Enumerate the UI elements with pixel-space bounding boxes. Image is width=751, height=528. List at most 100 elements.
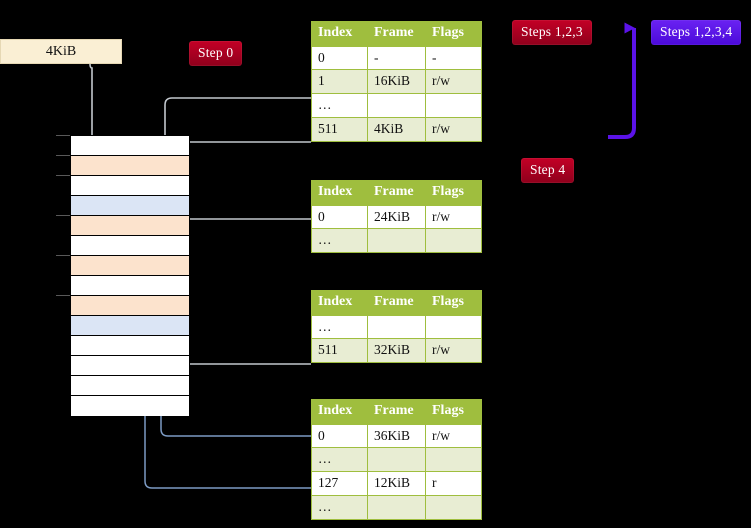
memory-tick xyxy=(56,155,70,156)
cell-frame: - xyxy=(367,45,426,71)
cell-frame: 12KiB xyxy=(367,471,426,497)
column-header-frame: Frame xyxy=(367,21,426,47)
memory-frame-row xyxy=(71,156,189,176)
column-header-index: Index xyxy=(311,290,368,316)
cell-flags: r/w xyxy=(425,69,482,95)
step-0-label: Step 0 xyxy=(198,45,234,60)
memory-frame-row xyxy=(71,396,189,416)
memory-frame-row xyxy=(71,136,189,156)
cell-flags xyxy=(425,93,482,119)
memory-tick xyxy=(56,295,70,296)
memory-frame-row xyxy=(71,276,189,296)
column-header-frame: Frame xyxy=(367,290,426,316)
cell-index: … xyxy=(311,228,368,254)
cell-index: 1 xyxy=(311,69,368,95)
steps-1234-label: Steps 1,2,3,4 xyxy=(660,24,733,39)
cell-index: 0 xyxy=(311,45,368,71)
cell-flags: r/w xyxy=(425,204,482,230)
table-row: … xyxy=(311,495,482,521)
cell-flags xyxy=(425,495,482,521)
wire-steps-bracket xyxy=(608,22,636,139)
cell-index: … xyxy=(311,93,368,119)
cell-index: … xyxy=(311,495,368,521)
cell-flags: r xyxy=(425,471,482,497)
memory-tick xyxy=(56,255,70,256)
cell-index: 127 xyxy=(311,471,368,497)
memory-frame-row xyxy=(71,296,189,316)
column-header-flags: Flags xyxy=(425,180,482,206)
cell-index: 511 xyxy=(311,117,368,143)
cell-frame: 32KiB xyxy=(367,338,426,364)
cell-frame: 16KiB xyxy=(367,69,426,95)
steps-123-label: Steps 1,2,3 xyxy=(521,24,583,39)
cell-frame: 4KiB xyxy=(367,117,426,143)
cell-index: … xyxy=(311,314,368,340)
memory-tick xyxy=(56,215,70,216)
cell-frame xyxy=(367,495,426,521)
steps-1234-badge: Steps 1,2,3,4 xyxy=(651,20,742,45)
cell-flags: - xyxy=(425,45,482,71)
column-header-flags: Flags xyxy=(425,21,482,47)
step-4-label: Step 4 xyxy=(530,162,566,177)
cell-flags: r/w xyxy=(425,117,482,143)
memory-frame-row xyxy=(71,216,189,236)
cell-flags xyxy=(425,314,482,340)
frame-size-label: 4KiB xyxy=(45,43,77,59)
cell-index: 511 xyxy=(311,338,368,364)
cell-frame xyxy=(367,447,426,473)
table-row: 0-- xyxy=(311,45,482,71)
table-row: … xyxy=(311,447,482,473)
cell-index: 0 xyxy=(311,423,368,449)
memory-frame-row xyxy=(71,316,189,336)
cell-index: 0 xyxy=(311,204,368,230)
wire-mem-to-t4r0 xyxy=(160,414,311,437)
memory-tick xyxy=(56,175,70,176)
step-0-badge: Step 0 xyxy=(189,41,243,66)
cell-frame xyxy=(367,93,426,119)
cell-index: … xyxy=(311,447,368,473)
steps-123-badge: Steps 1,2,3 xyxy=(512,20,592,45)
column-header-flags: Flags xyxy=(425,399,482,425)
wire-mem-to-t4r127 xyxy=(144,414,311,489)
memory-frame-row xyxy=(71,376,189,396)
memory-frame-row xyxy=(71,236,189,256)
cell-flags: r/w xyxy=(425,338,482,364)
cell-frame xyxy=(367,314,426,340)
table-row: … xyxy=(311,314,482,340)
cell-frame: 36KiB xyxy=(367,423,426,449)
frame-size-box: 4KiB xyxy=(0,39,122,64)
cell-flags xyxy=(425,228,482,254)
memory-frame-row xyxy=(71,356,189,376)
cell-frame xyxy=(367,228,426,254)
memory-frame-row xyxy=(71,336,189,356)
memory-tick xyxy=(56,135,70,136)
table-row: … xyxy=(311,228,482,254)
cell-flags: r/w xyxy=(425,423,482,449)
memory-frame-row xyxy=(71,196,189,216)
column-header-index: Index xyxy=(311,399,368,425)
column-header-flags: Flags xyxy=(425,290,482,316)
column-header-index: Index xyxy=(311,21,368,47)
physical-memory-column xyxy=(70,135,190,416)
memory-frame-row xyxy=(71,176,189,196)
memory-frame-row xyxy=(71,256,189,276)
step-4-badge: Step 4 xyxy=(521,158,575,183)
column-header-frame: Frame xyxy=(367,180,426,206)
column-header-frame: Frame xyxy=(367,399,426,425)
cell-frame: 24KiB xyxy=(367,204,426,230)
column-header-index: Index xyxy=(311,180,368,206)
